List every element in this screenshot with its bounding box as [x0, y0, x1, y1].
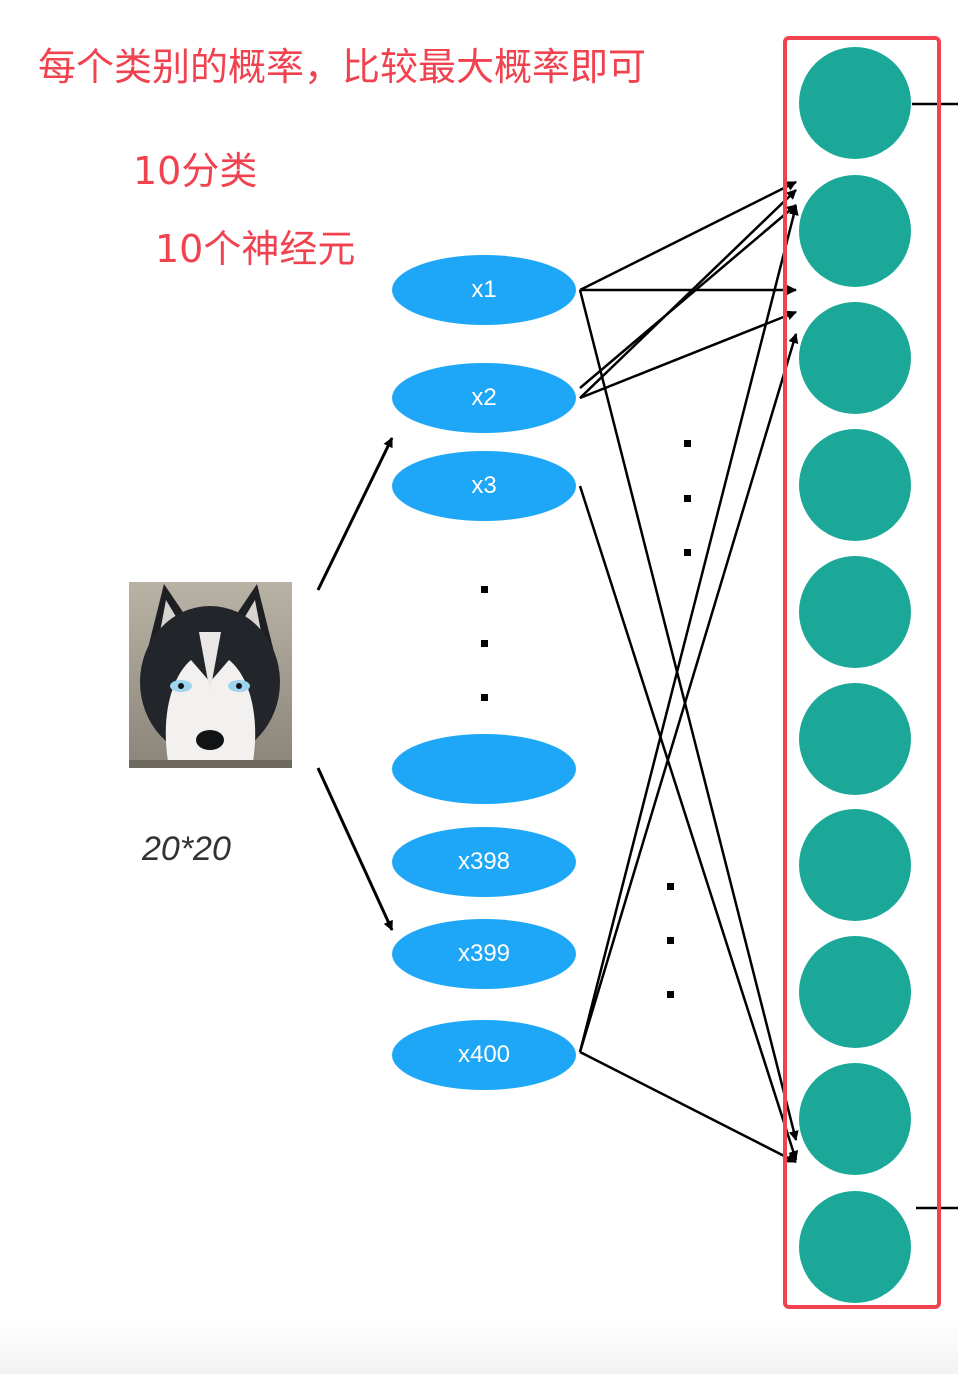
- input-node-x398: x398: [392, 827, 576, 897]
- ellipsis-dot: [667, 991, 674, 998]
- ellipsis-dot: [667, 883, 674, 890]
- ellipsis-dot: [481, 640, 488, 647]
- ellipsis-dot: [684, 495, 691, 502]
- edge-x400-o2: [578, 205, 799, 1053]
- ellipsis-dot: [684, 549, 691, 556]
- output-node-9: [799, 1063, 911, 1175]
- input-node-blank: [392, 734, 576, 804]
- edge-x400-o3: [578, 333, 799, 1053]
- edge-x1-o9: [578, 289, 799, 1141]
- husky-image: [129, 582, 292, 768]
- edge-image-to-x2: [316, 437, 394, 591]
- ellipsis-dot: [684, 440, 691, 447]
- ellipsis-dot: [481, 586, 488, 593]
- class-count-annotation: 10分类: [133, 149, 258, 193]
- bottom-shadow: [0, 1320, 958, 1374]
- input-size-label: 20*20: [142, 830, 231, 868]
- output-node-1: [799, 47, 911, 159]
- edge-x3-o9: [578, 485, 799, 1161]
- output-node-10: [799, 1191, 911, 1303]
- input-node-x399: x399: [392, 919, 576, 989]
- edge-x2-o2: [579, 189, 797, 399]
- edge-x1-o2: [579, 180, 797, 292]
- output-node-3: [799, 302, 911, 414]
- input-node-x2: x2: [392, 363, 576, 433]
- input-node-x3: x3: [392, 451, 576, 521]
- output-highlight-box: [783, 36, 941, 1309]
- output-node-6: [799, 683, 911, 795]
- ellipsis-dot: [481, 694, 488, 701]
- output-node-7: [799, 809, 911, 921]
- ellipsis-dot: [667, 937, 674, 944]
- output-node-5: [799, 556, 911, 668]
- edge-x400-o9: [579, 1050, 797, 1164]
- title-annotation: 每个类别的概率，比较最大概率即可: [38, 45, 647, 89]
- neuron-count-annotation: 10个神经元: [155, 227, 356, 271]
- edge-image-to-x399: [316, 767, 394, 931]
- edge-x2-o3: [579, 310, 797, 400]
- input-node-x400: x400: [392, 1020, 576, 1090]
- output-node-8: [799, 936, 911, 1048]
- input-node-x1: x1: [392, 255, 576, 325]
- output-node-2: [799, 175, 911, 287]
- edge-x2-o2b: [579, 204, 797, 389]
- output-node-4: [799, 429, 911, 541]
